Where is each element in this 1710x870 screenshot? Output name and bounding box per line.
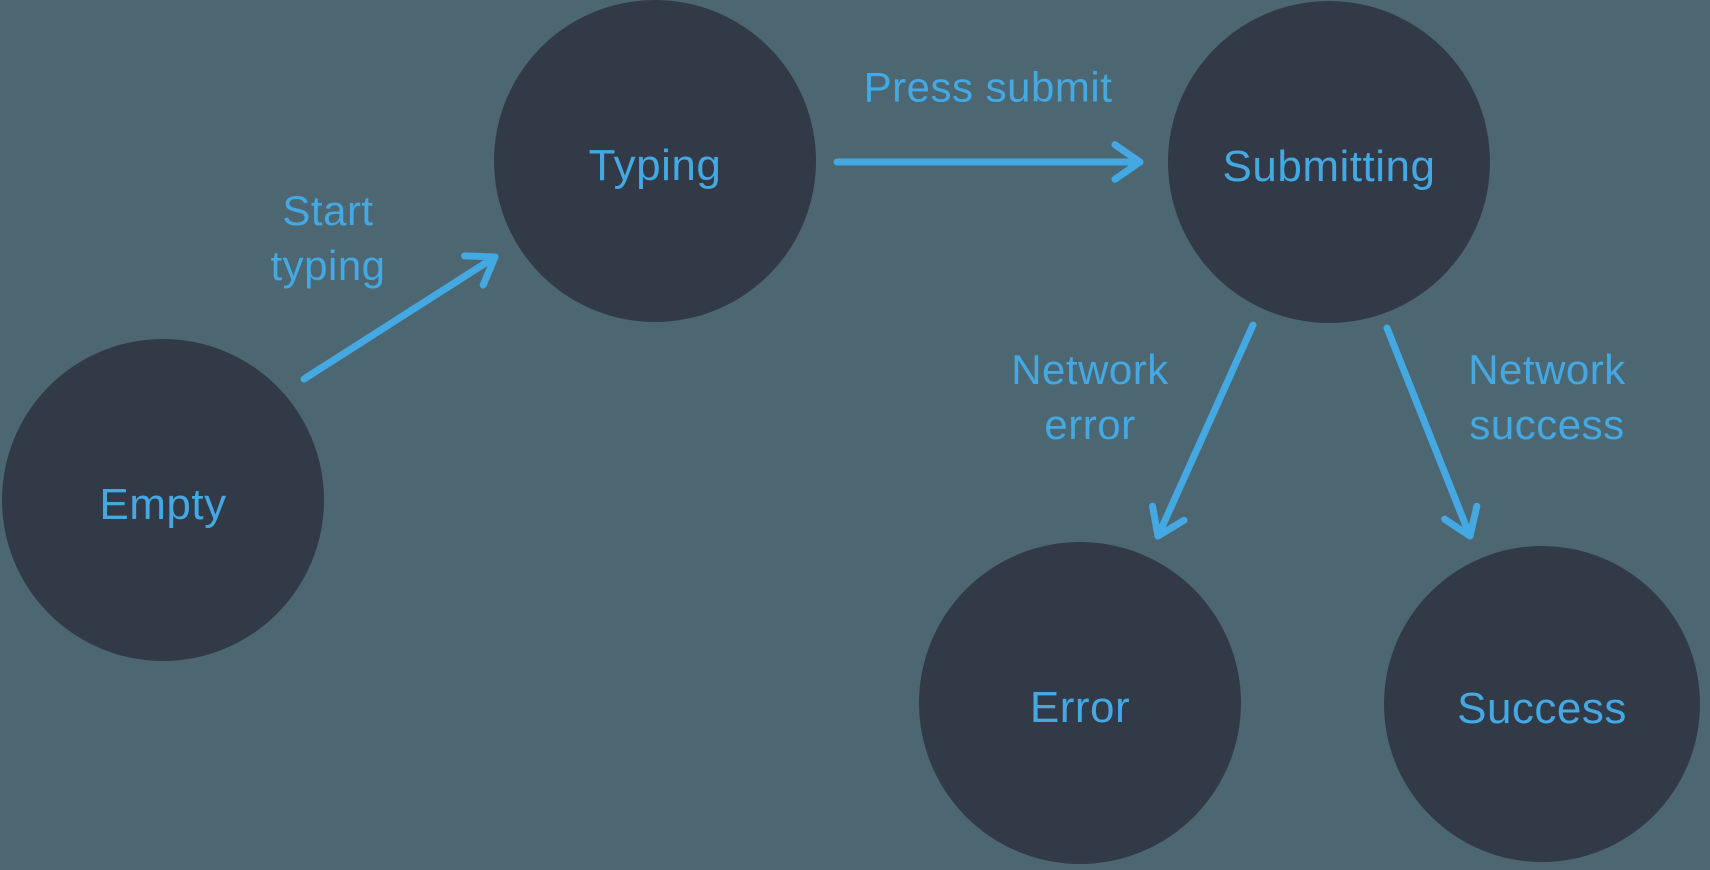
node-success: Success [1384, 546, 1700, 862]
node-empty-label: Empty [99, 480, 227, 529]
edge-network-error-arrow [1149, 321, 1257, 540]
edge-network-success-arrow [1383, 324, 1481, 540]
node-typing-label: Typing [588, 141, 722, 190]
node-submitting: Submitting [1168, 1, 1490, 323]
node-success-label: Success [1457, 684, 1627, 733]
edge-label-network-success: Network success [1468, 346, 1626, 448]
node-typing: Typing [494, 0, 816, 322]
edge-label-press-submit: Press submit [863, 63, 1113, 111]
edge-label-start-typing: Start typing [270, 187, 386, 289]
node-submitting-label: Submitting [1222, 142, 1436, 191]
node-error-label: Error [1029, 683, 1131, 732]
node-error: Error [919, 542, 1241, 864]
edge-label-network-error: Network error [1011, 346, 1169, 448]
edge-start-typing-arrow [300, 252, 499, 383]
node-empty: Empty [2, 339, 324, 661]
